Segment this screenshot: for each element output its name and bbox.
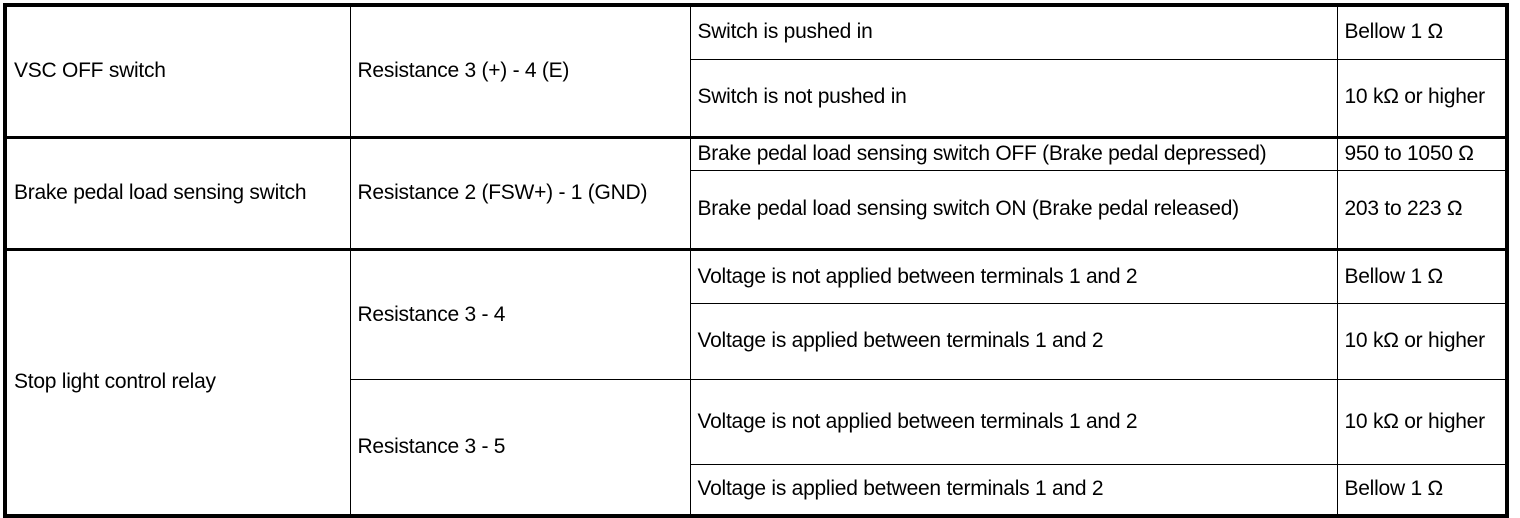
specified-value-g2-m0-r1: 10 kΩ or higher (1336, 303, 1508, 381)
part-name-stop-light-control-relay: Stop light control relay (4, 248, 351, 517)
measurement-label-g0-m0: Resistance 3 (+) - 4 (E) (349, 4, 691, 138)
inspection-spec-table: VSC OFF switch Resistance 3 (+) - 4 (E) … (3, 3, 1509, 518)
condition-g2-m1-r0: Voltage is not applied between terminals… (689, 379, 1338, 466)
table-row: Stop light control relay Resistance 3 - … (4, 248, 1508, 517)
condition-g2-m0-r0: Voltage is not applied between terminals… (689, 248, 1338, 305)
condition-g2-m0-r1: Voltage is applied between terminals 1 a… (689, 303, 1338, 381)
specified-value-g2-m1-r0: 10 kΩ or higher (1336, 379, 1508, 466)
condition-g1-m0-r0: Brake pedal load sensing switch OFF (Bra… (689, 135, 1338, 172)
table-row: Voltage is applied between terminals 1 a… (5, 303, 1508, 381)
specified-value-g1-m0-r0: 950 to 1050 Ω (1336, 135, 1508, 172)
measurement-label-g1-m0: Resistance 2 (FSW+) - 1 (GND) (349, 135, 691, 251)
specified-value-g0-m0-r0: Bellow 1 Ω (1336, 4, 1508, 60)
condition-g1-m0-r1: Brake pedal load sensing switch ON (Brak… (689, 170, 1338, 251)
inspection-spec-sheet: VSC OFF switch Resistance 3 (+) - 4 (E) … (3, 3, 1509, 518)
table-row: VSC OFF switch Resistance 3 (+) - 4 (E) … (4, 4, 1508, 138)
specified-value-g2-m0-r0: Bellow 1 Ω (1336, 248, 1508, 305)
specified-value-g2-m1-r1: Bellow 1 Ω (1336, 464, 1508, 517)
condition-g0-m0-r1: Switch is not pushed in (689, 59, 1338, 138)
part-name-brake-pedal-load-sensing-switch: Brake pedal load sensing switch (4, 135, 351, 251)
table-row: Brake pedal load sensing switch ON (Brak… (5, 170, 1508, 251)
condition-g0-m0-r0: Switch is pushed in (689, 4, 1338, 60)
specified-value-g0-m0-r1: 10 kΩ or higher (1336, 59, 1508, 138)
measurement-label-g2-m1: Resistance 3 - 5 (349, 379, 691, 517)
specified-value-g1-m0-r1: 203 to 223 Ω (1336, 170, 1508, 251)
table-row: Switch is not pushed in 10 kΩ or higher (5, 59, 1508, 138)
table-row: Brake pedal load sensing switch Resistan… (4, 135, 1508, 251)
condition-g2-m1-r1: Voltage is applied between terminals 1 a… (689, 464, 1338, 517)
measurement-label-g2-m0: Resistance 3 - 4 (349, 248, 691, 381)
table-row: Resistance 3 - 5 Voltage is not applied … (5, 379, 1508, 517)
part-name-vsc-off-switch: VSC OFF switch (4, 4, 351, 138)
